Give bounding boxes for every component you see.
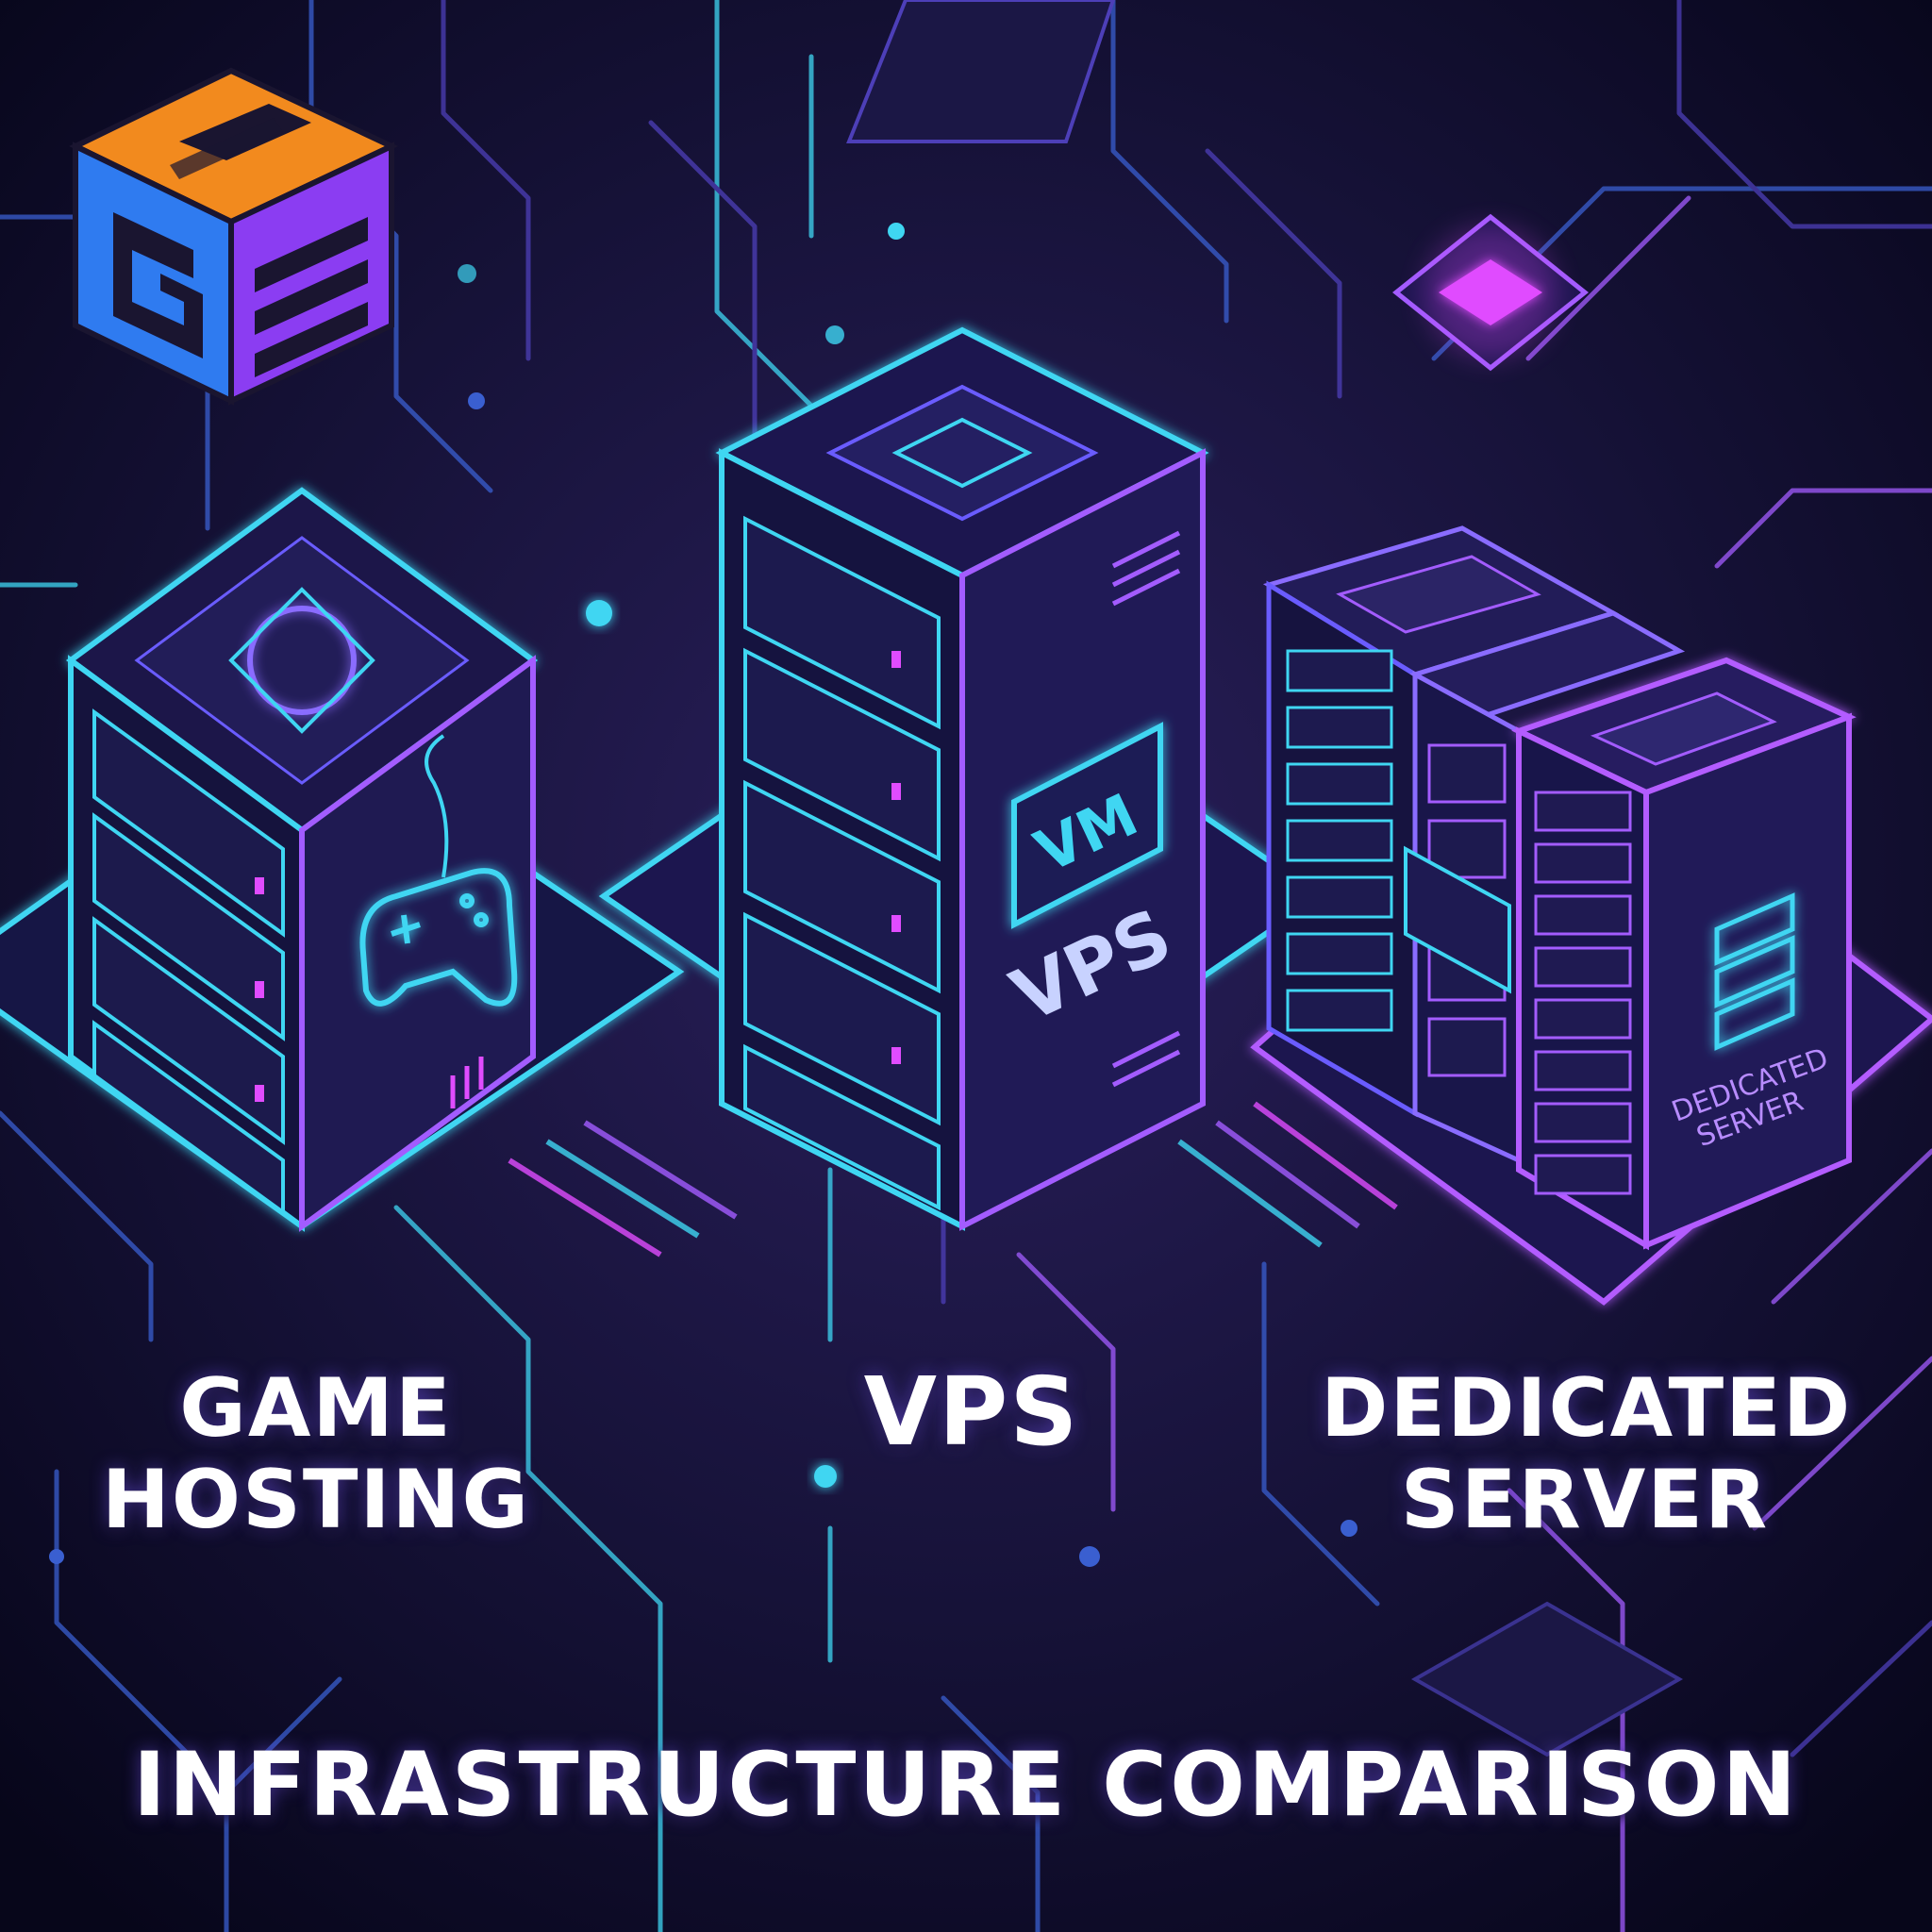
gamepad-icon [359,868,518,1007]
game-bay-lights [255,877,264,1102]
vm-badge-icon: VM [1011,722,1163,929]
vps-drive-bays [743,515,941,1211]
label-vps: VPS [774,1358,1170,1465]
label-dedicated-line1: DEDICATED [1321,1361,1853,1456]
background-chip-top [846,0,1116,143]
server-dedicated: DEDICATED SERVER [1262,525,1857,1251]
label-dedicated-server: DEDICATED SERVER [1321,1361,1853,1548]
data-bus-lines [508,1101,1398,1257]
label-game-hosting: GAME HOSTING [75,1361,557,1548]
background-chip-pink [1391,213,1590,372]
game-top-emblem [247,606,357,715]
background-chip-bottom [1410,1601,1684,1757]
label-dedicated-line2: SERVER [1400,1453,1770,1548]
server-stack-icon [1714,892,1795,1051]
label-game-hosting-line2: HOSTING [101,1453,531,1548]
vps-bay-lights [891,651,901,1064]
server-game-hosting [65,487,539,1232]
label-vps-text: VPS [863,1357,1080,1467]
page-title-text: INFRASTRUCTURE COMPARISON [132,1734,1800,1837]
game-drive-bays [92,708,285,1216]
label-game-hosting-line1: GAME [179,1361,453,1456]
server-vps: VM VPS [715,326,1209,1231]
page-title: INFRASTRUCTURE COMPARISON [0,1734,1932,1837]
logo-cube [69,67,399,406]
